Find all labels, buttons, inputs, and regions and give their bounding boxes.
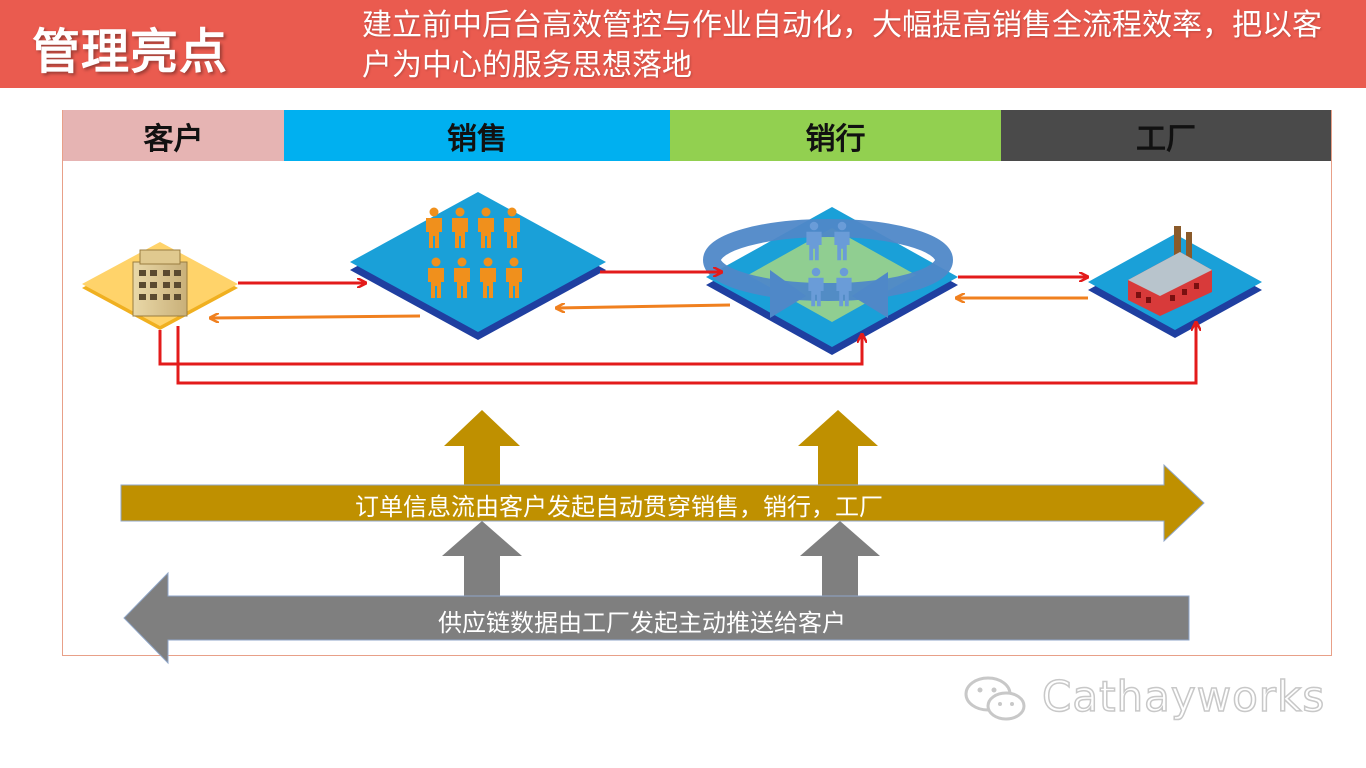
- order-flow-label: 订单信息流由客户发起自动贯穿销售，销行，工厂: [355, 493, 883, 521]
- person-icon: [809, 221, 819, 231]
- column-header-factory: 工厂: [1001, 110, 1331, 161]
- person-icon: [431, 257, 441, 267]
- person-icon: [478, 218, 494, 248]
- bypass-link-lines: [158, 322, 1196, 385]
- page-title: 管理亮点: [32, 24, 229, 80]
- person-icon: [457, 257, 467, 267]
- watermark-text: Cathayworks: [1041, 671, 1326, 722]
- person-icon: [811, 267, 821, 277]
- column-header-sales: 销售: [284, 110, 670, 161]
- person-icon: [506, 268, 522, 298]
- customer-building-icon: [82, 242, 238, 330]
- person-icon: [806, 231, 822, 261]
- return-link-arrows: [210, 298, 1088, 318]
- person-icon: [426, 218, 442, 248]
- person-icon: [480, 268, 496, 298]
- factory-icon: [1088, 226, 1262, 338]
- person-icon: [837, 221, 847, 231]
- supply-flow-arrow: [123, 571, 1190, 665]
- person-icon: [481, 207, 491, 217]
- wechat-icon: [964, 676, 1026, 721]
- person-icon: [507, 207, 517, 217]
- person-icon: [429, 207, 439, 217]
- person-icon: [452, 218, 468, 248]
- sales-team-icon: [350, 192, 606, 340]
- person-icon: [808, 277, 824, 307]
- person-icon: [834, 231, 850, 261]
- person-icon: [483, 257, 493, 267]
- column-header-customer: 客户: [63, 110, 284, 161]
- page-subtitle: 建立前中后台高效管控与作业自动化，大幅提高销售全流程效率，把以客户为中心的服务思…: [362, 8, 1322, 83]
- forward-link-arrows: [238, 272, 1088, 283]
- supply-up-arrows: [442, 521, 880, 596]
- person-icon: [454, 268, 470, 298]
- order-flow-arrow: [120, 463, 1205, 543]
- person-icon: [839, 267, 849, 277]
- person-icon: [504, 218, 520, 248]
- person-icon: [455, 207, 465, 217]
- header-banner: 管理亮点 建立前中后台高效管控与作业自动化，大幅提高销售全流程效率，把以客户为中…: [0, 0, 1366, 88]
- person-icon: [428, 268, 444, 298]
- watermark: Cathayworks: [962, 671, 1342, 722]
- supply-flow-label: 供应链数据由工厂发起主动推送给客户: [438, 609, 846, 637]
- person-icon: [509, 257, 519, 267]
- order-up-arrows: [444, 410, 878, 485]
- person-icon: [836, 277, 852, 307]
- column-header-sales-office: 销行: [670, 110, 1001, 161]
- sales-office-cycle-icon: [703, 207, 958, 355]
